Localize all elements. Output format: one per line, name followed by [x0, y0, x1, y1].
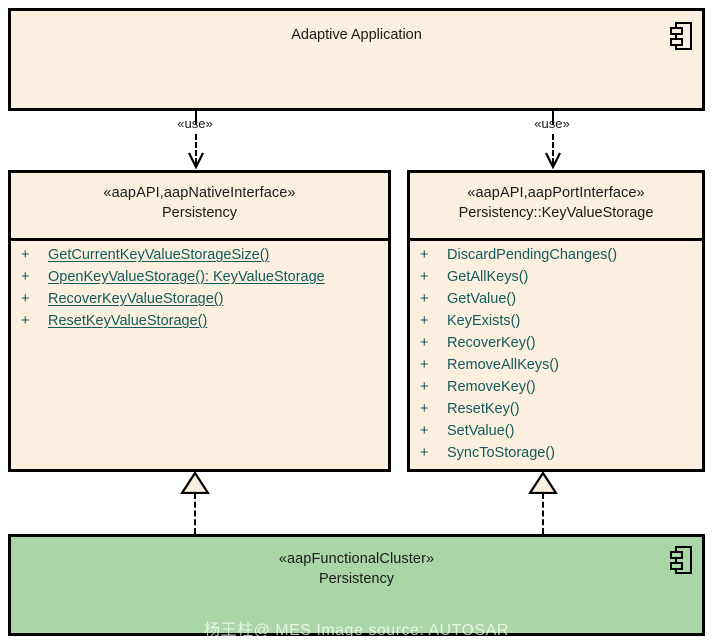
functional-cluster-header: «aapFunctionalCluster» Persistency [11, 537, 702, 590]
member-visibility: + [420, 357, 429, 373]
member-signature: RecoverKey() [447, 335, 536, 351]
adaptive-application-header: Adaptive Application [11, 11, 702, 46]
member-row[interactable]: + SyncToStorage() [420, 445, 702, 467]
member-signature: GetAllKeys() [447, 269, 529, 285]
interface-keyvaluestorage-stereotype: «aapAPI,aapPortInterface» [467, 185, 645, 201]
realization-line-left [194, 493, 196, 534]
dependency-arrowhead-right [545, 152, 561, 169]
watermark-text: 杨王柱@ MES Image source: AUTOSAR [204, 622, 509, 639]
adaptive-application-title: Adaptive Application [291, 27, 422, 43]
member-visibility: + [21, 247, 30, 263]
member-row[interactable]: + OpenKeyValueStorage(): KeyValueStorage [21, 269, 388, 291]
member-signature: KeyExists() [447, 313, 521, 329]
component-icon-body [675, 546, 692, 574]
interface-persistency-members: + GetCurrentKeyValueStorageSize() + Open… [11, 247, 388, 335]
member-visibility: + [420, 269, 429, 285]
member-signature: OpenKeyValueStorage(): KeyValueStorage [48, 269, 325, 285]
component-icon [670, 22, 692, 50]
functional-cluster-stereotype: «aapFunctionalCluster» [278, 551, 435, 567]
member-row[interactable]: + RemoveKey() [420, 379, 702, 401]
member-visibility: + [420, 445, 429, 461]
member-signature: DiscardPendingChanges() [447, 247, 618, 263]
member-signature: GetValue() [447, 291, 517, 307]
dependency-line-right-lower [552, 134, 554, 164]
member-row[interactable]: + RecoverKey() [420, 335, 702, 357]
member-visibility: + [420, 401, 429, 417]
adaptive-application-component[interactable]: Adaptive Application [8, 8, 705, 111]
dependency-label-left: «use» [177, 116, 213, 131]
member-row[interactable]: + KeyExists() [420, 313, 702, 335]
interface-keyvaluestorage[interactable]: «aapAPI,aapPortInterface» Persistency::K… [407, 170, 705, 472]
realization-triangle-left [180, 472, 210, 494]
member-row[interactable]: + ResetKeyValueStorage() [21, 313, 388, 335]
interface-keyvaluestorage-divider [410, 238, 702, 241]
member-visibility: + [21, 269, 30, 285]
member-signature: GetCurrentKeyValueStorageSize() [48, 247, 270, 263]
member-signature: RemoveAllKeys() [447, 357, 559, 373]
member-signature: ResetKey() [447, 401, 520, 417]
interface-persistency-stereotype: «aapAPI,aapNativeInterface» [103, 185, 296, 201]
component-icon [670, 546, 692, 574]
member-visibility: + [420, 423, 429, 439]
member-signature: RecoverKeyValueStorage() [48, 291, 224, 307]
component-icon-tab-lower [670, 38, 683, 46]
component-icon-tab-upper [670, 551, 683, 559]
member-signature: SetValue() [447, 423, 515, 439]
member-row[interactable]: + RecoverKeyValueStorage() [21, 291, 388, 313]
interface-keyvaluestorage-members: + DiscardPendingChanges() + GetAllKeys()… [410, 247, 702, 467]
member-visibility: + [420, 379, 429, 395]
realization-triangle-right [528, 472, 558, 494]
member-row[interactable]: + GetValue() [420, 291, 702, 313]
member-visibility: + [420, 247, 429, 263]
member-visibility: + [420, 313, 429, 329]
component-icon-tab-upper [670, 27, 683, 35]
interface-persistency-divider [11, 238, 388, 241]
interface-persistency-title: Persistency [162, 205, 237, 221]
functional-cluster-title: Persistency [319, 571, 394, 587]
dependency-label-right: «use» [534, 116, 570, 131]
member-row[interactable]: + SetValue() [420, 423, 702, 445]
interface-persistency[interactable]: «aapAPI,aapNativeInterface» Persistency … [8, 170, 391, 472]
realization-line-right [542, 493, 544, 534]
component-icon-tab-lower [670, 562, 683, 570]
member-signature: ResetKeyValueStorage() [48, 313, 208, 329]
interface-keyvaluestorage-title: Persistency::KeyValueStorage [458, 205, 654, 221]
member-visibility: + [21, 313, 30, 329]
member-visibility: + [420, 335, 429, 351]
dependency-line-left-upper [195, 111, 197, 125]
member-visibility: + [21, 291, 30, 307]
member-row[interactable]: + ResetKey() [420, 401, 702, 423]
member-signature: SyncToStorage() [447, 445, 555, 461]
functional-cluster-persistency[interactable]: «aapFunctionalCluster» Persistency 杨王柱@ … [8, 534, 705, 639]
member-row[interactable]: + GetCurrentKeyValueStorageSize() [21, 247, 388, 269]
member-row[interactable]: + DiscardPendingChanges() [420, 247, 702, 269]
member-visibility: + [420, 291, 429, 307]
dependency-line-right-upper [552, 111, 554, 125]
component-icon-body [675, 22, 692, 50]
interface-persistency-header: «aapAPI,aapNativeInterface» Persistency [11, 173, 388, 224]
interface-keyvaluestorage-header: «aapAPI,aapPortInterface» Persistency::K… [410, 173, 702, 224]
member-signature: RemoveKey() [447, 379, 536, 395]
member-row[interactable]: + RemoveAllKeys() [420, 357, 702, 379]
member-row[interactable]: + GetAllKeys() [420, 269, 702, 291]
dependency-line-left-lower [195, 134, 197, 164]
dependency-arrowhead-left [188, 152, 204, 169]
